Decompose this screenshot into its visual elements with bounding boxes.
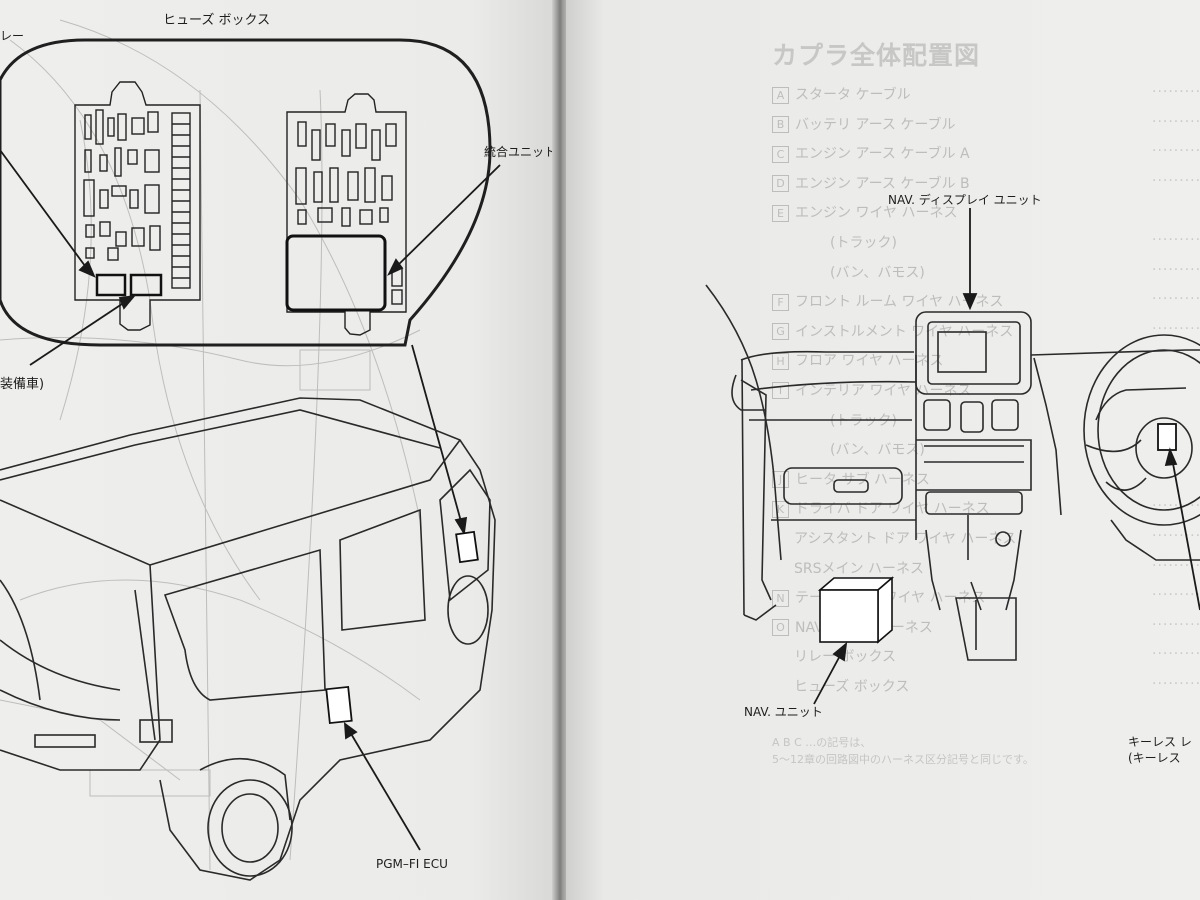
toc-entry-text: (バン、バモス) (830, 264, 925, 281)
keyless-unit-box (1157, 423, 1177, 451)
left-page: ヒューズ ボックス レー 統合ユニット 装備車) PGM–FI ECU (0, 0, 556, 900)
left-page-illustration (0, 19, 501, 881)
toc-entry: E エンジン ワイヤ ハーネス (772, 202, 1200, 232)
toc-entry: (バン、バモス) (772, 439, 1200, 469)
toc-entry-text: フロント ルーム ワイヤ ハーネス (795, 294, 1004, 311)
highlighted-relays (95, 273, 163, 297)
book-gutter (552, 0, 570, 900)
integrated-unit-highlight (285, 234, 387, 312)
equipped-vehicle-label: 装備車) (0, 377, 45, 392)
toc-entry-letter: A (772, 86, 789, 104)
toc-entry-text: アシスタント ドア ワイヤ ハーネス (794, 530, 1017, 547)
toc-entry-text: インテリア ワイヤ ハーネス (795, 382, 972, 399)
toc-entry-text: (トラック) (830, 234, 897, 251)
toc-entry-letter: G (772, 323, 789, 341)
fuse-block-left (74, 81, 201, 331)
toc-entry: H フロア ワイヤ ハーネス (772, 350, 1200, 380)
toc-entry-letter: O (772, 619, 789, 637)
right-leader-lines (813, 208, 1200, 705)
toc-entry-text: バッテリ アース ケーブル (795, 116, 956, 133)
toc-entry-text: SRSメイン ハーネス (794, 560, 924, 577)
toc-note: A B C …の記号は、 5～12章の回路図中のハーネス区分記号と同じです。 (772, 734, 1034, 768)
fuse-box-callout-outline (0, 38, 492, 347)
keyless-label-line-2: (キーレス (1128, 751, 1181, 765)
fuse-block-right (286, 93, 407, 336)
dashboard-outline (705, 284, 1200, 661)
leader-lines (0, 149, 501, 851)
toc-entry: ヒューズ ボックス3-38 (772, 676, 1200, 706)
nav-unit-label: NAV. ユニット (744, 705, 823, 719)
relay-label: レー (0, 29, 25, 43)
toc-entry-text: フロア ワイヤ ハーネス (795, 353, 944, 370)
toc-entry-letter: B (772, 116, 789, 134)
toc-entry: (トラック)3-4 (772, 232, 1200, 262)
nav-display-unit-label: NAV. ディスプレイ ユニット (888, 193, 1042, 207)
toc-entry-text: エンジン ワイヤ ハーネス (795, 205, 958, 222)
nav-unit-box (817, 576, 895, 644)
toc-note-line-2: 5～12章の回路図中のハーネス区分記号と同じです。 (772, 753, 1034, 766)
toc-entry-text: ヒューズ ボックス (794, 678, 910, 695)
toc-entry-text: スタータ ケーブル (795, 87, 911, 103)
dashboard-illustration (705, 208, 1200, 705)
toc-entry-letter: H (772, 352, 789, 370)
toc-note-line-1: A B C …の記号は、 (772, 736, 872, 749)
toc-entry-letter: N (772, 589, 789, 607)
toc-entry-text: インストルメント ワイヤ ハーネス (795, 323, 1014, 340)
pgm-fi-ecu-label: PGM–FI ECU (376, 857, 448, 871)
integrated-unit-label: 統合ユニット (484, 145, 556, 159)
toc-entry: (バン、バモス)3-6 (772, 262, 1200, 292)
toc-entry-text: エンジン アース ケーブル A (795, 146, 970, 163)
front-unit-box (455, 530, 479, 564)
toc-entry-letter: D (772, 175, 789, 193)
toc-entry: I インテリア ワイヤ ハーネス (772, 380, 1200, 410)
toc-entry-letter: K (772, 500, 789, 518)
toc-entry: SRSメイン ハーネス3-3 (772, 558, 1200, 588)
toc-entry-text: エンジン アース ケーブル B (795, 175, 970, 192)
toc-entry-letter: F (772, 293, 789, 311)
toc-entry-letter: C (772, 145, 789, 163)
toc-title: カプラ全体配置図 (772, 41, 981, 70)
toc-entry-letter: I (772, 382, 789, 400)
pgm-fi-ecu-box (325, 685, 353, 725)
toc-entry-letter: E (772, 204, 789, 222)
toc-entry-letter: J (772, 471, 789, 489)
toc-entry-text: (バン、バモス) (830, 442, 925, 459)
vehicle-illustration (0, 397, 496, 881)
keyless-label-line-1: キーレス レ (1128, 735, 1192, 749)
toc-entry: アシスタント ドア ワイヤ ハーネス3-3 (772, 528, 1200, 558)
fuse-box-label: ヒューズ ボックス (163, 13, 271, 28)
